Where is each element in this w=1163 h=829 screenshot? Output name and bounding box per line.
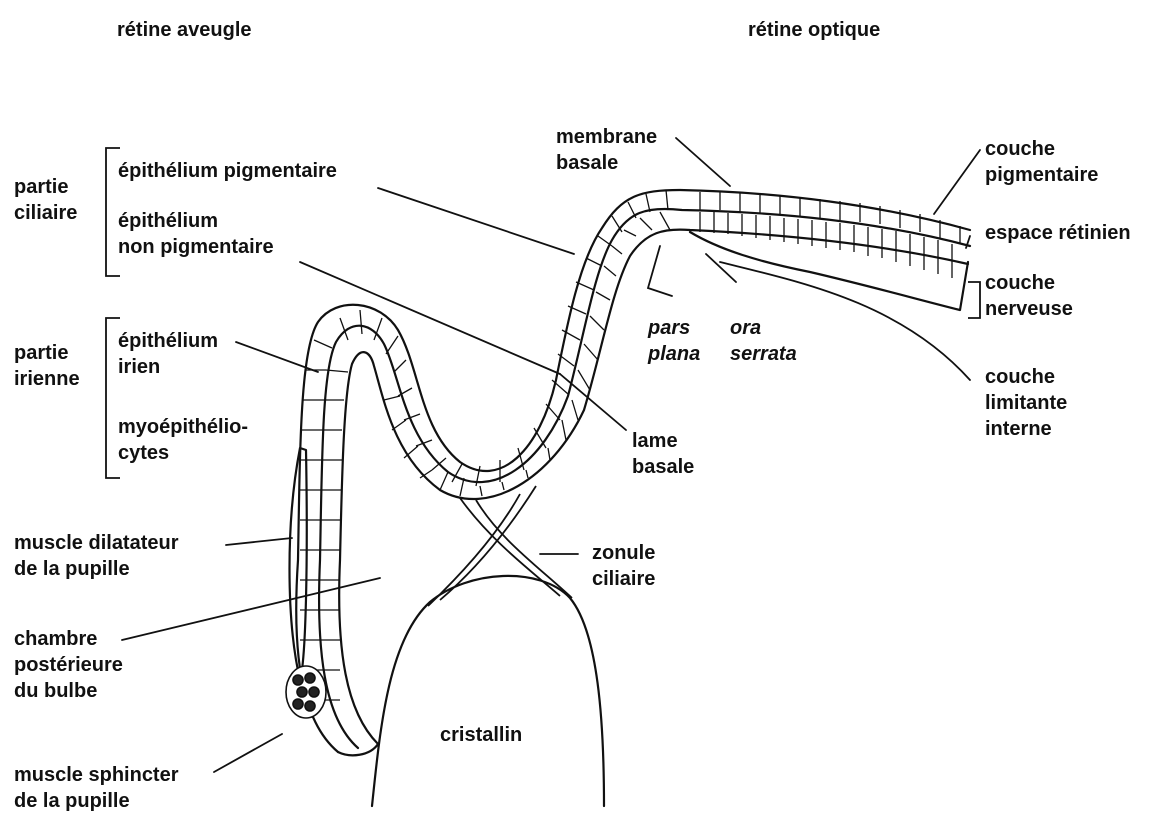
label-epithelium-pigmentaire: épithélium pigmentaire bbox=[118, 158, 337, 184]
label-cristallin: cristallin bbox=[440, 722, 522, 748]
label-lame-basale: lame basale bbox=[632, 428, 694, 480]
label-chambre-posterieure: chambre postérieure du bulbe bbox=[14, 626, 123, 704]
cell-partitions bbox=[300, 190, 960, 700]
label-muscle-sphincter: muscle sphincter de la pupille bbox=[14, 762, 179, 814]
label-espace-retinien: espace rétinien bbox=[985, 220, 1131, 246]
neural-layer-edge bbox=[690, 232, 968, 310]
lens-outline bbox=[372, 576, 604, 806]
epithelium-inner-edge bbox=[339, 230, 968, 744]
label-membrane-basale: membrane basale bbox=[556, 124, 657, 176]
label-ora-serrata: ora serrata bbox=[730, 315, 797, 367]
sphincter-muscle bbox=[286, 666, 326, 718]
label-epithelium-non-pigmentaire: épithélium non pigmentaire bbox=[118, 208, 274, 260]
label-partie-irienne: partie irienne bbox=[14, 340, 80, 392]
label-partie-ciliaire: partie ciliaire bbox=[14, 174, 77, 226]
label-epithelium-irien: épithélium irien bbox=[118, 328, 218, 380]
pupil-margin bbox=[338, 744, 378, 755]
label-myoepitheliocytes: myoépithélio- cytes bbox=[118, 414, 248, 466]
label-couche-pigmentaire: couche pigmentaire bbox=[985, 136, 1098, 188]
zonule-fibres bbox=[428, 486, 572, 606]
label-couche-limitante-interne: couche limitante interne bbox=[985, 364, 1067, 442]
label-retine-optique: rétine optique bbox=[748, 17, 880, 43]
label-zonule-ciliaire: zonule ciliaire bbox=[592, 540, 655, 592]
label-retine-aveugle: rétine aveugle bbox=[117, 17, 252, 43]
label-pars-plana: pars plana bbox=[648, 315, 700, 367]
label-muscle-dilatateur: muscle dilatateur de la pupille bbox=[14, 530, 179, 582]
label-couche-nerveuse: couche nerveuse bbox=[985, 270, 1073, 322]
